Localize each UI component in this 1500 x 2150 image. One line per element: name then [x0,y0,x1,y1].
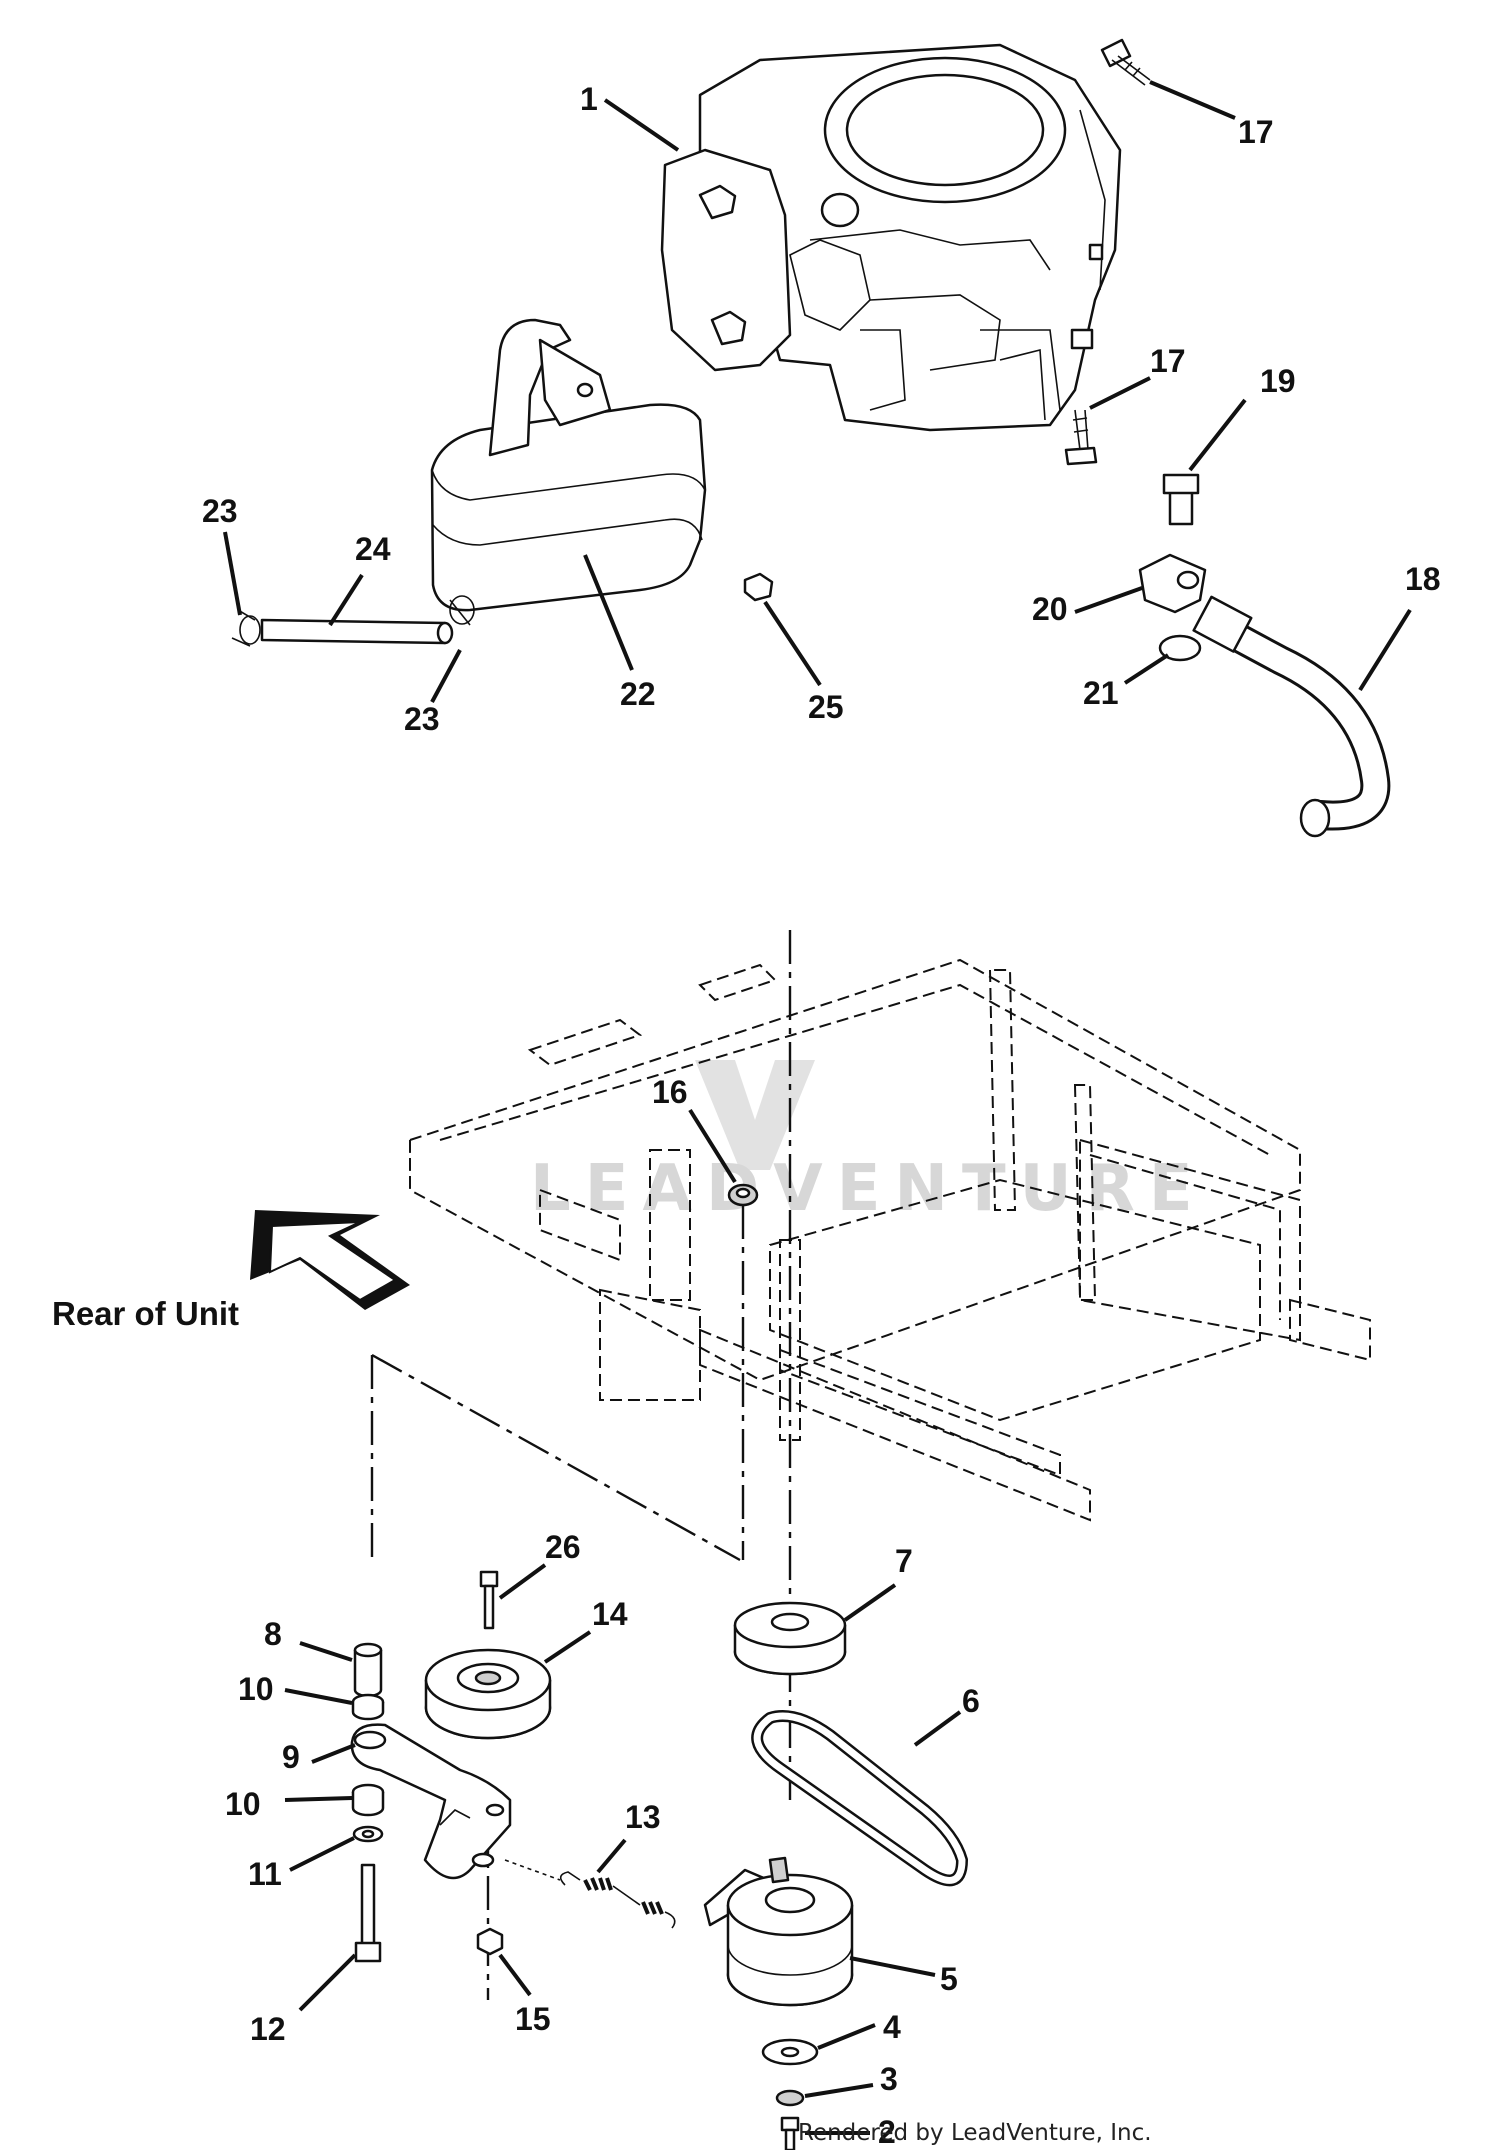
washer-21 [1158,634,1202,662]
callout-7: 7 [895,1543,913,1579]
clamp-20 [1138,553,1207,614]
callout-14: 14 [592,1596,628,1632]
bolt-2 [780,2116,800,2150]
leader-10b [284,1796,353,1802]
callout-24: 24 [355,531,391,567]
clutch-icon [703,1856,854,2007]
nut-25 [743,572,774,602]
callout-2: 2 [878,2114,896,2150]
belt-6 [751,1710,968,1887]
leader-14 [543,1630,592,1664]
callout-3: 3 [880,2061,898,2097]
leader-8 [299,1641,353,1662]
callout-9: 9 [282,1739,300,1775]
pulley-icon [424,1648,552,1740]
callout-1: 1 [580,81,598,117]
callout-8: 8 [264,1616,282,1652]
callout-16: 16 [652,1074,688,1110]
leader-12 [298,1953,357,2012]
arrow-icon [250,1210,410,1310]
leader-24 [328,573,364,627]
callout-5: 5 [940,1961,958,1997]
callout-23a: 23 [202,493,238,529]
pulley-7 [733,1601,847,1676]
washer-11 [352,1825,384,1843]
bushing-10-top [351,1693,385,1721]
callout-25: 25 [808,689,844,725]
leader-15 [498,1953,532,1997]
lockwasher-3 [775,2089,805,2107]
credit-line: Rendered by LeadVenture, Inc. [798,2120,1152,2146]
watermark-text: LEADVENTURE [530,1152,1207,1226]
callout-17b: 17 [1150,343,1186,379]
leader-6 [913,1710,962,1747]
leader-25 [763,600,822,687]
callout-18: 18 [1405,561,1441,597]
leader-22 [583,554,634,671]
callout-10b: 10 [225,1786,261,1822]
leader-4 [817,2023,876,2050]
callout-26: 26 [545,1529,581,1565]
callout-4: 4 [883,2009,901,2045]
leader-5 [849,1956,936,1977]
callout-6: 6 [962,1683,980,1719]
callout-21: 21 [1083,675,1119,711]
muffler-icon [430,318,707,612]
bushing-10-lower [351,1783,385,1817]
leader-7 [843,1583,897,1622]
bolt-19 [1162,473,1200,526]
bolt-26 [479,1570,499,1630]
leader-13 [596,1838,627,1874]
washer-4 [761,2038,819,2066]
watermark: LEADVENTURE [530,1060,1207,1226]
callout-22: 22 [620,676,656,712]
callout-12: 12 [250,2011,286,2047]
callout-19: 19 [1260,363,1296,399]
callout-23b: 23 [404,701,440,737]
nut-15 [476,1927,504,1956]
callout-17a: 17 [1238,114,1274,150]
leader-18 [1358,608,1412,692]
leader-3 [804,2083,874,2098]
callout-10a: 10 [238,1671,274,1707]
leader-11 [289,1836,355,1872]
callout-11: 11 [248,1856,282,1892]
leader-23a [223,531,242,616]
frame [409,958,1371,1522]
bolt-17-top [1100,38,1151,86]
bolt-17-lower [1064,409,1098,466]
leader-16 [688,1108,737,1184]
leader-10a [284,1688,353,1705]
spring-13 [504,1859,676,1929]
idler-arm-9 [350,1723,512,1880]
callout-13: 13 [625,1799,661,1835]
leader-1 [603,98,680,152]
spacer-8 [353,1642,383,1698]
pin-24 [231,595,475,647]
leader-26 [498,1563,547,1600]
callout-20: 20 [1032,591,1068,627]
leader-17b [1089,376,1151,410]
leader-21 [1123,653,1170,685]
callout-15: 15 [515,2001,551,2037]
leader-9 [311,1743,356,1764]
bolt-12 [354,1863,382,1963]
leader-20 [1074,586,1143,614]
leader-23b [430,649,462,703]
leader-19 [1188,398,1247,472]
bushing-16 [727,1183,759,1207]
leader-17a [1149,80,1236,120]
fuel-hose-18 [1192,595,1391,838]
rear-of-unit-label: Rear of Unit [52,1295,239,1332]
centerline-idler [370,1353,741,1562]
engine-icon [660,43,1122,432]
